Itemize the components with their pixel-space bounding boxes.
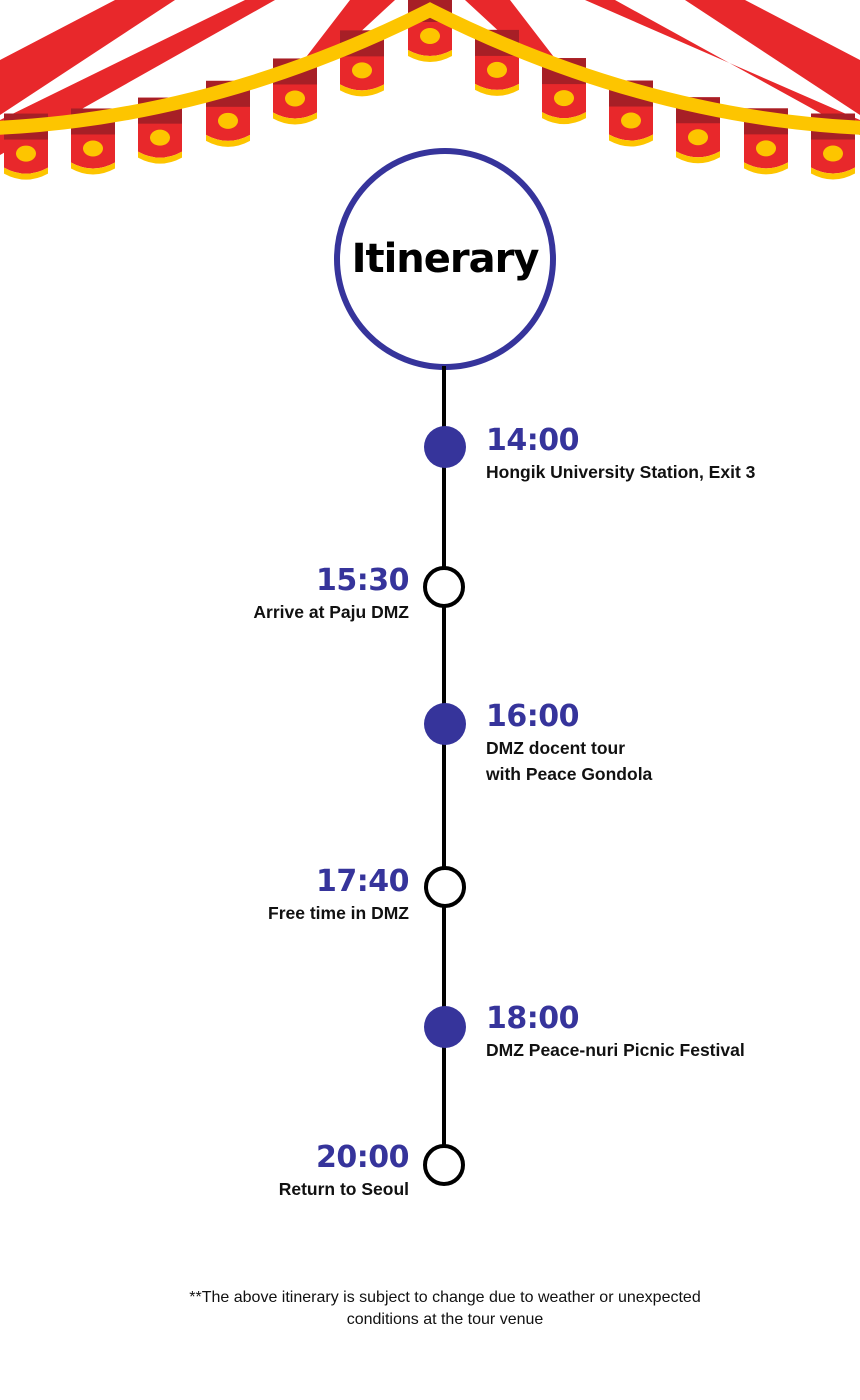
timeline-event: 16:00 DMZ docent tour with Peace Gondola	[486, 699, 652, 787]
timeline-marker-hollow	[423, 1144, 465, 1186]
timeline-event: 20:00 Return to Seoul	[279, 1140, 409, 1202]
event-description: Return to Seoul	[279, 1176, 409, 1202]
page-title: Itinerary	[352, 236, 539, 282]
event-description: Arrive at Paju DMZ	[253, 599, 409, 625]
timeline-marker-filled	[424, 703, 466, 745]
timeline-event: 17:40 Free time in DMZ	[268, 864, 409, 926]
event-description: Hongik University Station, Exit 3	[486, 459, 755, 485]
event-time: 20:00	[279, 1140, 409, 1176]
event-description: Free time in DMZ	[268, 900, 409, 926]
event-time: 16:00	[486, 699, 652, 735]
timeline-marker-filled	[424, 426, 466, 468]
timeline-marker-hollow	[423, 566, 465, 608]
event-time: 15:30	[253, 563, 409, 599]
disclaimer-note: **The above itinerary is subject to chan…	[0, 1287, 860, 1331]
timeline-marker-filled	[424, 1006, 466, 1048]
event-time: 17:40	[268, 864, 409, 900]
timeline-marker-hollow	[424, 866, 466, 908]
event-time: 18:00	[486, 1001, 745, 1037]
title-badge: Itinerary	[334, 148, 556, 370]
event-description: DMZ Peace-nuri Picnic Festival	[486, 1037, 745, 1063]
timeline-event: 18:00 DMZ Peace-nuri Picnic Festival	[486, 1001, 745, 1063]
timeline-event: 15:30 Arrive at Paju DMZ	[253, 563, 409, 625]
event-description: DMZ docent tour with Peace Gondola	[486, 735, 652, 787]
event-time: 14:00	[486, 423, 755, 459]
timeline-event: 14:00 Hongik University Station, Exit 3	[486, 423, 755, 485]
